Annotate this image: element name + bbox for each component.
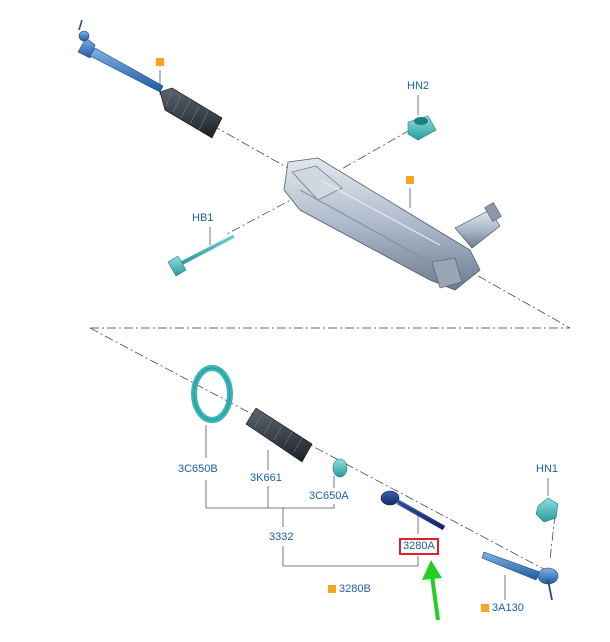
marker-icon [156,58,164,66]
inner-tie-rod-3280a [380,490,446,531]
label-3280a-highlighted: 3280A [399,538,439,555]
clamp-ring-3c650b [191,365,233,423]
upper-bellows-boot [159,87,223,139]
label-3a130-text: 3A130 [492,602,524,614]
steering-rack-housing [283,157,502,291]
label-hb1: HB1 [192,212,214,224]
label-hn1: HN1 [536,463,559,475]
leader-lines [159,70,549,600]
label-3a130: 3A130 [481,602,524,614]
label-3c650b: 3C650B [178,463,218,475]
outer-tie-rod-end-3a130 [481,551,559,601]
indicator-arrow [422,560,442,621]
label-3332: 3332 [269,531,294,543]
clip-3c650a [332,458,348,478]
label-hn2: HN2 [407,80,430,92]
label-3280b-text: 3280B [339,583,371,595]
marker-icon [328,585,336,594]
marker-icon [481,604,489,613]
hn2-bushing [407,115,437,141]
marker-icon [406,176,414,184]
upper-tie-rod-end [77,19,164,93]
label-3280b: 3280B [328,583,371,595]
bellows-boot-3k661 [245,407,313,463]
hn1-nut [535,497,559,523]
label-3k661: 3K661 [250,472,282,484]
label-3c650a: 3C650A [309,490,349,502]
hb1-bolt [167,234,235,277]
